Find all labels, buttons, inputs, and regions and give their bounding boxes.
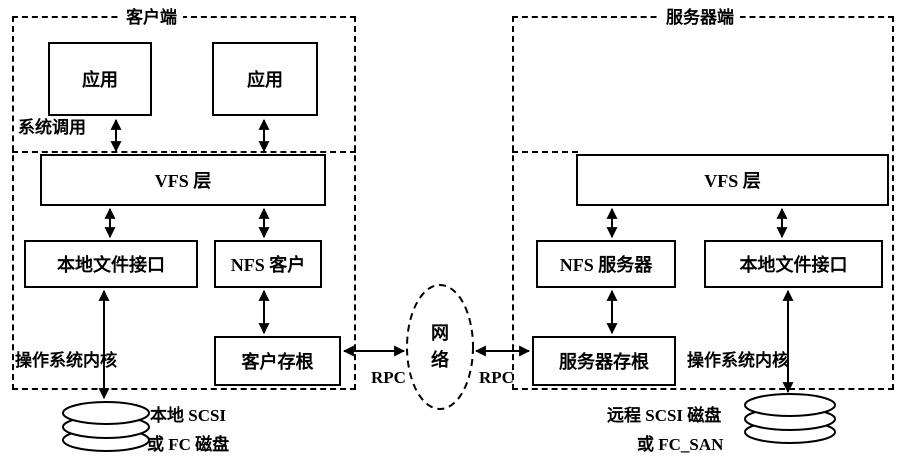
vfs-layer-box-server: VFS 层 [576,154,889,206]
client-stub-box: 客户存根 [214,336,341,386]
local-file-interface-box-client: 本地文件接口 [24,240,198,288]
nfs-client-label: NFS 客户 [230,255,306,275]
app-box-1: 应用 [48,42,152,116]
client-title: 客户端 [120,3,183,28]
app-label-1: 应用 [82,70,118,90]
disk-icon-client [62,401,150,452]
local-file-interface-label-client: 本地文件接口 [57,255,165,275]
rpc-label-right: RPC [479,368,514,387]
client-kernel-boundary-line [12,151,356,153]
arrows [98,118,794,400]
client-stub-label: 客户存根 [241,352,314,372]
disk-caption-client-line2: 或 FC 磁盘 [147,435,230,454]
app-box-2: 应用 [212,42,318,116]
syscall-label: 系统调用 [18,118,86,137]
vfs-layer-box-client: VFS 层 [40,154,326,206]
client-container [12,16,356,390]
network-cloud [406,284,474,410]
disk-caption-client-line1: 本地 SCSI [150,406,227,425]
server-stub-box: 服务器存根 [532,336,676,386]
disk-caption-server-line1: 远程 SCSI 磁盘 [607,406,722,425]
kernel-label-server: 操作系统内核 [687,351,789,370]
vfs-layer-label-server: VFS 层 [704,171,761,191]
nfs-client-box: NFS 客户 [214,240,322,288]
kernel-label-client: 操作系统内核 [15,351,117,370]
nfs-server-box: NFS 服务器 [536,240,676,288]
disk-icon-server [744,393,836,444]
network-label: 网 络 [431,323,449,370]
app-label-2: 应用 [247,70,283,90]
server-kernel-boundary-line [512,151,578,153]
vfs-layer-label-client: VFS 层 [154,171,212,191]
server-title: 服务器端 [660,3,740,28]
local-file-interface-box-server: 本地文件接口 [704,240,883,288]
local-file-interface-label-server: 本地文件接口 [739,255,848,275]
nfs-server-label: NFS 服务器 [559,255,653,275]
server-stub-label: 服务器存根 [559,352,649,372]
disk-caption-server-line2: 或 FC_SAN [637,435,724,454]
rpc-label-left: RPC [371,368,406,387]
